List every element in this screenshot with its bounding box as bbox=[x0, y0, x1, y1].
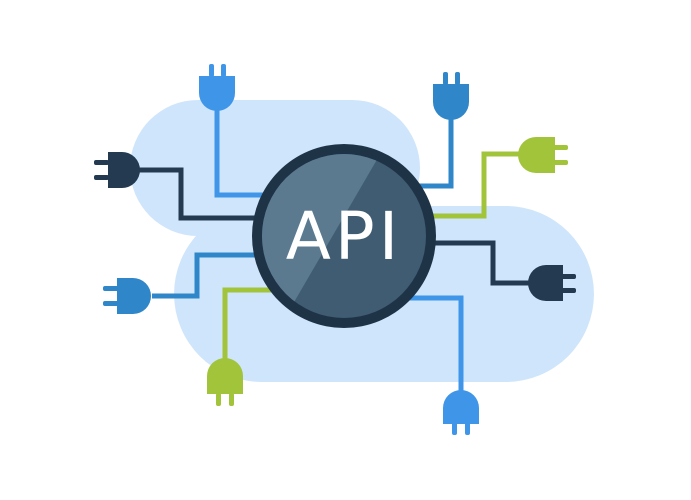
blue-plug-top-right-icon bbox=[433, 72, 469, 120]
navy-wire-left bbox=[136, 167, 262, 221]
navy-plug-right-icon bbox=[528, 265, 576, 301]
navy-plug-left-icon bbox=[94, 152, 140, 188]
blue-wire-left bbox=[152, 252, 262, 299]
sky-plug-top-left-icon bbox=[199, 64, 235, 111]
lime-plug-right-icon bbox=[518, 137, 568, 173]
navy-wire-right bbox=[432, 240, 530, 286]
lime-plug-bottom-left-icon bbox=[207, 358, 243, 406]
blue-plug-left-icon bbox=[103, 278, 151, 314]
sky-plug-bottom-right-icon bbox=[443, 390, 479, 435]
lime-wire-bottom-left bbox=[222, 287, 276, 360]
lime-wire-right bbox=[428, 151, 522, 219]
api-hub: API bbox=[252, 144, 436, 328]
sky-wire-bottom-right bbox=[402, 295, 464, 392]
plugs bbox=[94, 64, 576, 435]
api-label: API bbox=[286, 198, 402, 275]
